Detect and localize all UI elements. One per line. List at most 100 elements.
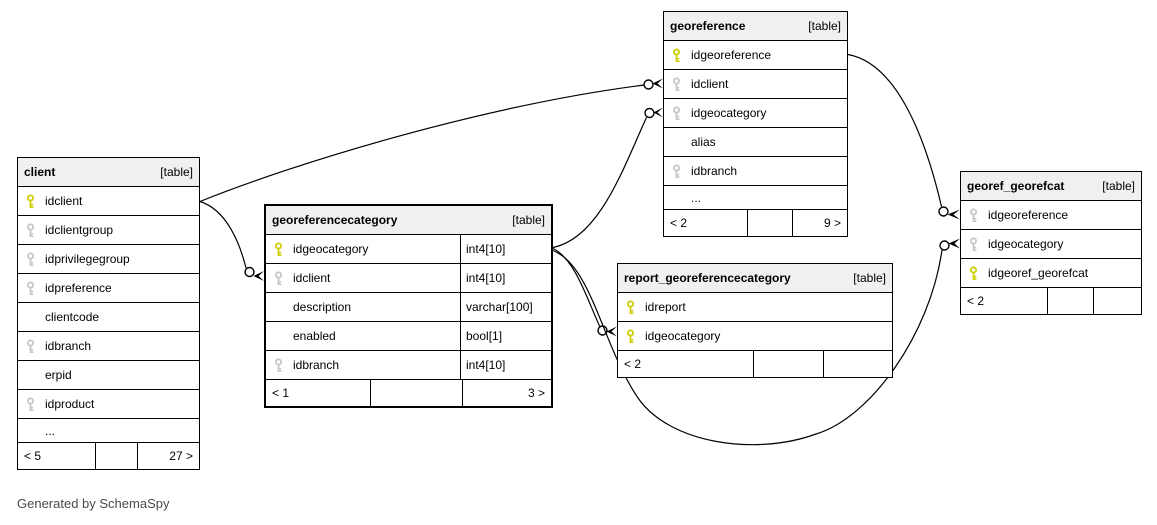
zero-or-one-circle <box>938 206 949 217</box>
table-footer: < 2 <box>961 288 1141 314</box>
column-name: idreport <box>645 300 686 314</box>
column-row-erpid: erpid <box>18 361 199 390</box>
table-title[interactable]: client <box>24 165 56 179</box>
table-title[interactable]: georef_georefcat <box>967 179 1065 193</box>
footer-children: 9 > <box>823 216 841 230</box>
column-name: alias <box>691 135 716 149</box>
primary-key-icon <box>627 300 634 314</box>
foreign-key-icon <box>673 106 680 120</box>
relationship-line <box>552 249 943 446</box>
foreign-key-icon <box>27 223 34 237</box>
crow-foot-arrowhead-icon <box>653 107 663 118</box>
zero-or-one-circle <box>644 107 655 119</box>
relationship-georeferencecategory.idgeocategory-to-georef_georefcat.idgeocategory <box>552 238 960 446</box>
foreign-key-icon <box>27 281 34 295</box>
column-row-alias: alias <box>664 128 847 157</box>
column-row-enabled: enabled bool[1] <box>266 322 551 351</box>
table-title[interactable]: report_georeferencecategory <box>624 271 791 285</box>
column-name: idclientgroup <box>45 223 114 237</box>
relationship-georeference.idgeoreference-to-georef_georefcat.idgeoreference <box>847 53 960 220</box>
column-name: idproduct <box>45 397 95 411</box>
relationship-georeferencecategory.idgeocategory-to-report_georeferencecategory.idgeocategory <box>552 247 617 337</box>
relationship-line <box>847 53 943 207</box>
footer-parents: < 2 <box>961 288 1048 314</box>
footnote: Generated by SchemaSpy <box>17 496 170 511</box>
column-row-ellipsis: ... <box>664 186 847 210</box>
column-row-idgeoref_georefcat: idgeoref_georefcat <box>961 259 1141 288</box>
column-name: enabled <box>293 329 336 343</box>
column-name: idgeocategory <box>645 329 721 343</box>
column-name: description <box>293 300 352 314</box>
footer-parents: < 2 <box>664 210 748 236</box>
column-row-idpreference: idpreference <box>18 274 199 303</box>
foreign-key-icon <box>673 164 680 178</box>
column-name: idclient <box>691 77 729 91</box>
zero-or-one-circle <box>939 240 950 251</box>
table-type-badge: [table] <box>160 165 193 179</box>
column-name: idprivilegegroup <box>45 252 130 266</box>
relationship-line <box>552 117 648 249</box>
column-name: idclient <box>293 271 331 285</box>
zero-or-one-circle <box>643 79 654 90</box>
footer-parents: < 1 <box>266 380 371 406</box>
crow-foot-arrowhead-icon <box>652 78 663 89</box>
column-row-idprivilegegroup: idprivilegegroup <box>18 245 199 274</box>
crow-foot-arrowhead-icon <box>948 238 960 249</box>
table-node-georef_georefcat: georef_georefcat [table] idgeoreference … <box>960 171 1142 315</box>
relationship-georeferencecategory.idgeocategory-to-georeference.idgeocategory <box>552 107 663 249</box>
column-row-idgeocategory: idgeocategory int4[10] <box>266 235 551 264</box>
column-row-idgeocategory: idgeocategory <box>618 322 892 351</box>
column-name: idgeoref_georefcat <box>988 266 1089 280</box>
table-title[interactable]: georeferencecategory <box>272 213 398 227</box>
primary-key-icon <box>275 242 282 256</box>
column-type: int4[10] <box>460 235 551 263</box>
column-name: ... <box>691 190 702 205</box>
column-name: idpreference <box>45 281 112 295</box>
column-row-idproduct: idproduct <box>18 390 199 419</box>
column-name: idgeocategory <box>293 242 369 256</box>
relationship-line <box>199 84 645 203</box>
column-row-idgeoreference: idgeoreference <box>961 201 1141 230</box>
footer-children: 3 > <box>527 386 545 400</box>
column-row-description: description varchar[100] <box>266 293 551 322</box>
footer-middle <box>1048 288 1094 314</box>
column-name: idbranch <box>691 164 738 178</box>
column-row-idbranch: idbranch int4[10] <box>266 351 551 380</box>
column-name: idgeoreference <box>988 208 1069 222</box>
column-type: varchar[100] <box>460 293 551 321</box>
relationship-client.idclient-to-georeferencecategory.idclient <box>199 200 264 281</box>
table-footer: < 2 <box>618 351 892 377</box>
footer-middle <box>96 443 138 469</box>
table-footer: < 5 27 > <box>18 443 199 469</box>
footer-children <box>1094 288 1141 314</box>
table-header: client [table] <box>18 158 199 187</box>
column-row-idclient: idclient <box>18 187 199 216</box>
foreign-key-icon <box>27 252 34 266</box>
table-footer: < 2 9 > <box>664 210 847 236</box>
table-footer: < 1 3 > <box>266 380 551 406</box>
table-title[interactable]: georeference <box>670 19 746 33</box>
table-header: georef_georefcat [table] <box>961 172 1141 201</box>
relationship-line <box>552 247 601 328</box>
crow-foot-arrowhead-icon <box>947 209 960 220</box>
table-type-badge: [table] <box>808 19 841 33</box>
footer-parents: < 5 <box>18 443 96 469</box>
column-type: bool[1] <box>460 322 551 350</box>
column-name: idgeocategory <box>691 106 767 120</box>
table-node-georeference: georeference [table] idgeoreference idcl… <box>663 11 848 237</box>
footer-parents: < 2 <box>618 351 754 377</box>
column-row-ellipsis: ... <box>18 419 199 443</box>
foreign-key-icon <box>27 397 34 411</box>
column-row-idclient: idclient <box>664 70 847 99</box>
column-type: int4[10] <box>460 351 551 379</box>
footer-middle <box>371 380 463 406</box>
table-node-client: client [table] idclient idclientgroup id… <box>17 157 200 470</box>
table-header: report_georeferencecategory [table] <box>618 264 892 293</box>
zero-or-one-circle <box>244 266 255 278</box>
column-name: erpid <box>45 368 72 382</box>
column-name: idbranch <box>45 339 92 353</box>
column-row-idreport: idreport <box>618 293 892 322</box>
table-type-badge: [table] <box>512 213 545 227</box>
footer-middle <box>748 210 793 236</box>
